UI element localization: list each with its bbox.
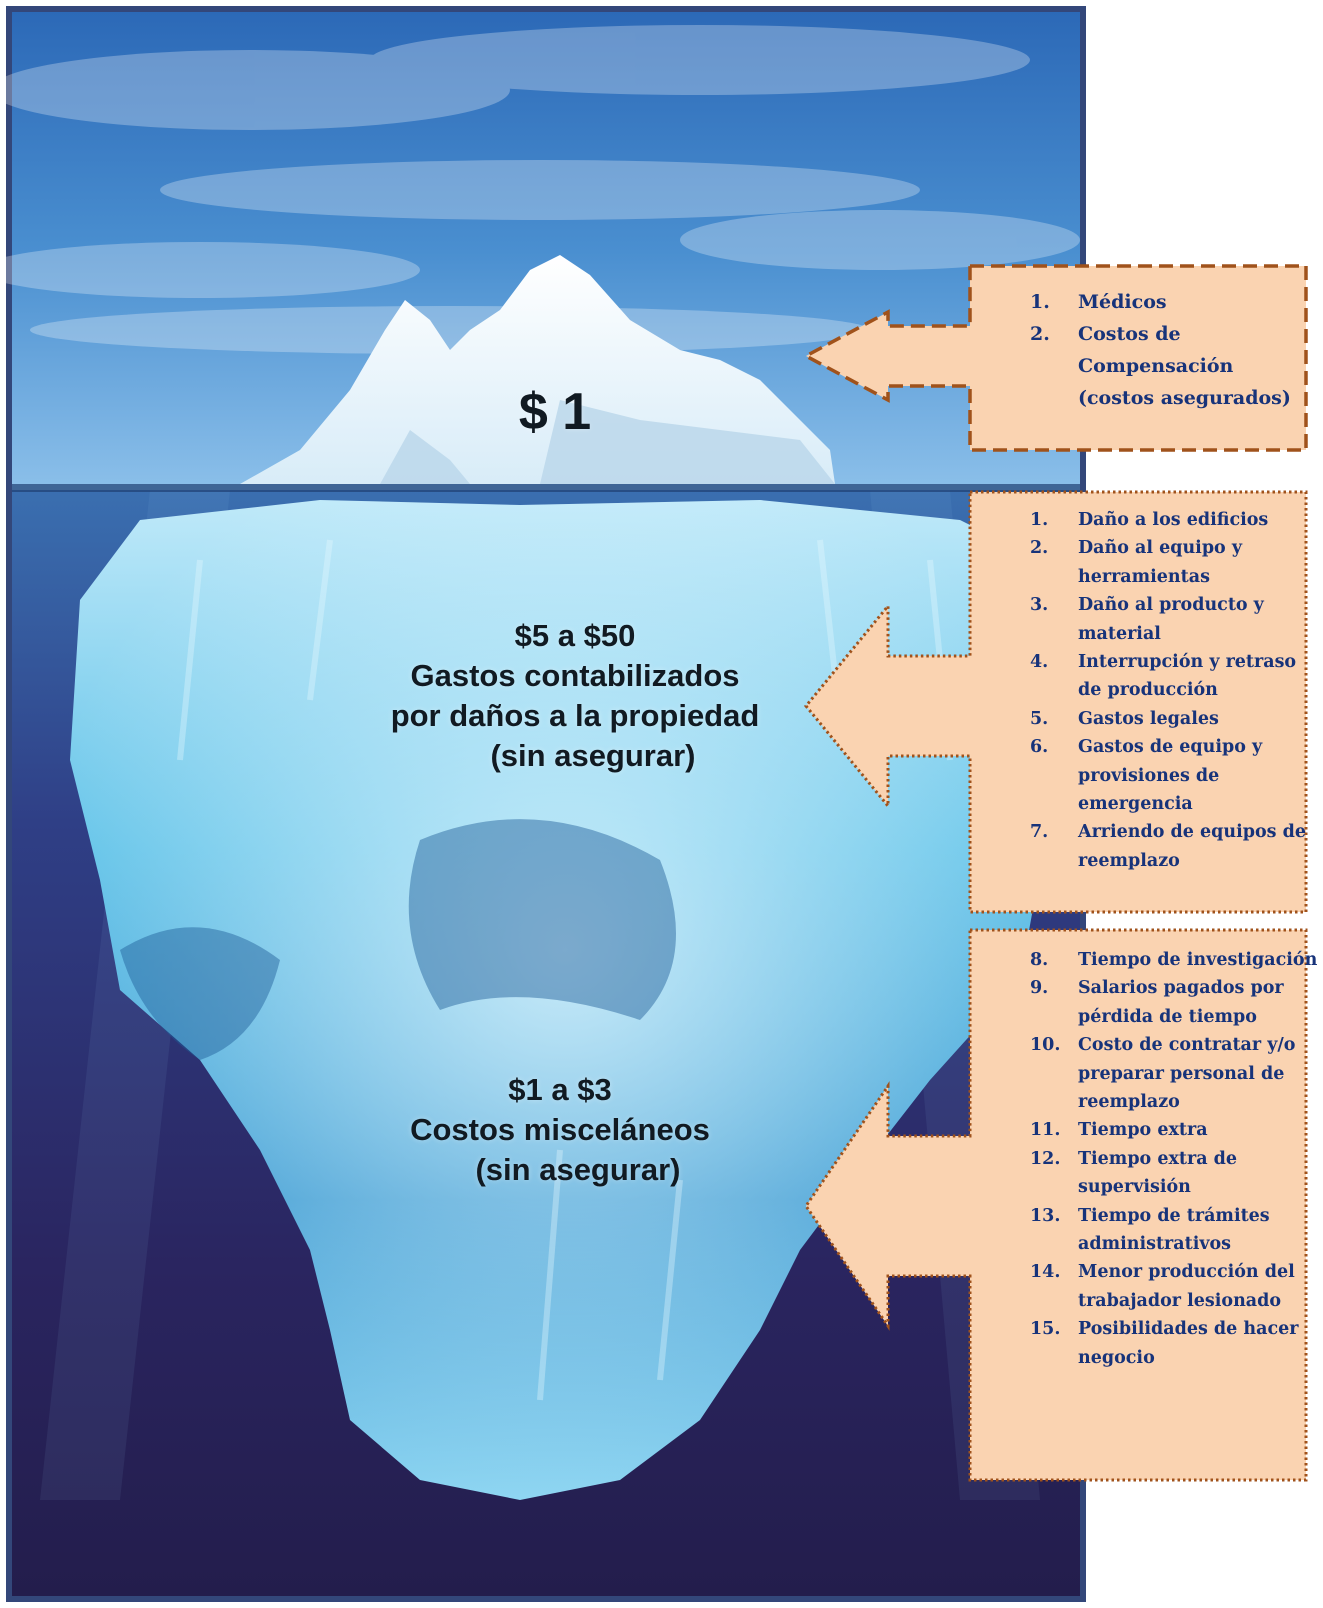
item-number: 15. [1030, 1319, 1061, 1340]
item-number: 7. [1030, 822, 1049, 843]
item-number: 13. [1030, 1205, 1061, 1226]
item-text: Daño al equipo y herramientas [1078, 538, 1242, 587]
item-number: 14. [1030, 1262, 1061, 1283]
item-number: 4. [1030, 652, 1049, 673]
tip-cost-text: $ 1 [518, 383, 592, 441]
list-item: 7. Arriendo de equipos de reemplazo [1030, 818, 1320, 875]
item-text: Tiempo extra [1078, 1120, 1208, 1141]
property-cost-range: $5 a $50 [514, 618, 636, 653]
misc-cost-range: $1 a $3 [508, 1072, 612, 1107]
property-cost-line-4: (sin asegurar) [490, 738, 696, 773]
misc-cost-line-2: Costos misceláneos [410, 1112, 710, 1147]
list-item: 5. Gastos legales [1030, 705, 1320, 733]
list-item: 2. Daño al equipo y herramientas [1030, 534, 1320, 591]
item-text: Menor producción del trabajador lesionad… [1078, 1262, 1295, 1311]
item-text: Tiempo de investigación [1078, 950, 1318, 970]
item-text: Costo de contratar y/o preparar personal… [1078, 1035, 1296, 1113]
list-item: 8. Tiempo de investigación [1030, 946, 1320, 974]
item-number: 2. [1030, 538, 1049, 559]
list-item: 3. Daño al producto y material [1030, 591, 1320, 648]
list-item: 12. Tiempo extra de supervisión [1030, 1145, 1320, 1202]
item-text: Posibilidades de hacer negocio [1078, 1319, 1299, 1368]
misc-costs-list: 8. Tiempo de investigación 9. Salarios pag… [1030, 946, 1320, 1372]
list-item: 6. Gastos de equipo y provisiones de emer… [1030, 733, 1320, 818]
item-number: 12. [1030, 1148, 1061, 1169]
property-cost-line-2: Gastos contabilizados [410, 658, 740, 693]
item-number: 1. [1030, 510, 1049, 530]
item-text: Daño al producto y material [1078, 595, 1264, 644]
item-text: Daño a los edificios [1078, 510, 1269, 530]
iceberg-photo [6, 6, 1086, 1602]
property-cost-line-3: por daños a la propiedad [390, 698, 760, 733]
list-item: 9. Salarios pagados por pérdida de tiempo [1030, 974, 1320, 1031]
list-item: 4. Interrupción y retraso de producción [1030, 648, 1320, 705]
item-number: 2. [1030, 323, 1050, 345]
item-number: 8. [1030, 950, 1049, 970]
item-number: 11. [1030, 1120, 1061, 1141]
item-number: 5. [1030, 708, 1049, 729]
list-item: 11. Tiempo extra [1030, 1116, 1320, 1144]
insured-costs-list: 1. Médicos 2. Costos de Compensación (cost… [1030, 286, 1300, 414]
item-number: 10. [1030, 1035, 1061, 1056]
list-item: 10. Costo de contratar y/o preparar perso… [1030, 1031, 1320, 1116]
item-number: 6. [1030, 737, 1049, 758]
item-text: Interrupción y retraso de producción [1078, 652, 1297, 701]
item-text: Arriendo de equipos de reemplazo [1078, 822, 1306, 871]
list-item: 15. Posibilidades de hacer negocio [1030, 1315, 1320, 1372]
misc-cost-label: $1 a $3 Costos misceláneos (sin asegurar… [380, 1070, 740, 1190]
item-text: Gastos de equipo y provisiones de emerge… [1078, 737, 1263, 815]
list-item: 14. Menor producción del trabajador lesio… [1030, 1258, 1320, 1315]
item-text: Tiempo de trámites administrativos [1078, 1205, 1270, 1255]
tip-cost-label: $ 1 [480, 382, 630, 442]
item-text: Médicos [1078, 291, 1167, 313]
item-text: Salarios pagados por pérdida de tiempo [1078, 978, 1284, 1027]
property-costs-list: 1. Daño a los edificios 2. Daño al equipo … [1030, 506, 1320, 875]
list-item: 13. Tiempo de trámites administrativos [1030, 1202, 1320, 1259]
list-item: 1. Daño a los edificios [1030, 506, 1320, 534]
item-text: Gastos legales [1078, 708, 1219, 729]
item-number: 3. [1030, 595, 1049, 616]
list-item: 1. Médicos [1030, 286, 1300, 318]
property-cost-label: $5 a $50 Gastos contabilizados por daños… [355, 616, 795, 776]
item-number: 9. [1030, 978, 1049, 999]
item-number: 1. [1030, 291, 1050, 313]
list-item: 2. Costos de Compensación (costos asegura… [1030, 318, 1300, 414]
item-text: Tiempo extra de supervisión [1078, 1148, 1237, 1198]
item-text: Costos de Compensación (costos asegurado… [1078, 323, 1291, 409]
misc-cost-line-3: (sin asegurar) [475, 1152, 681, 1187]
